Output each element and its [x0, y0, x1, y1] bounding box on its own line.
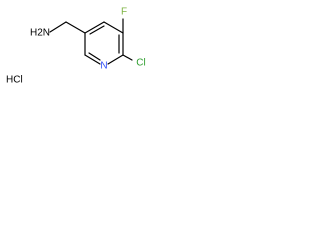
ring-nitrogen-label: N: [100, 61, 107, 72]
ring-double-bond-n1-c2: [88, 52, 101, 61]
chlorine-label: Cl: [136, 58, 145, 69]
chemical-structure: H2N F Cl N HCl: [6, 7, 146, 86]
ring-bond-c3-c4: [84, 21, 105, 34]
fluorine-label: F: [121, 7, 127, 18]
bond-ring-ch2: [65, 21, 86, 34]
counterion-label: HCl: [6, 75, 23, 86]
ring-bond-n1-c2: [84, 54, 101, 65]
bond-c6-cl: [122, 54, 133, 61]
amine-label: H2N: [30, 28, 50, 39]
ring-bond-c4-c5: [103, 21, 124, 34]
ring-bond-c6-n1: [107, 54, 124, 65]
bond-ch2-nh2: [49, 21, 67, 33]
ring-double-bond-c3-c4: [89, 25, 105, 35]
